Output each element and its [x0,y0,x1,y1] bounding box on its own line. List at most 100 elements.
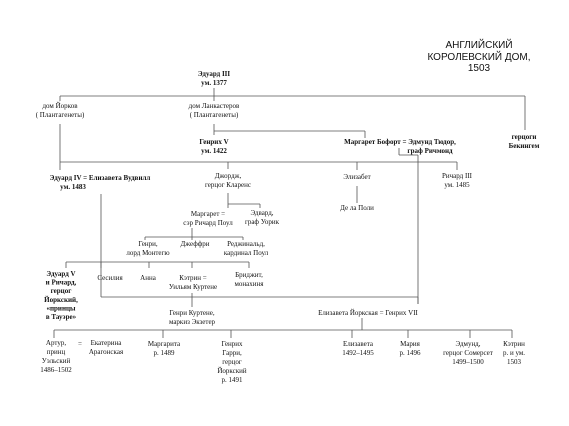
person-beaufort: Маргарет Бофорт = Эдмунд Тюдор,граф Ричм… [344,138,456,155]
person-label-line: Бриджит, [235,271,263,279]
person-label-line: герцоги [512,133,537,141]
person-eq: = [78,340,82,348]
person-label-line: Мария [400,340,421,348]
person-label-line: Екатерина [91,339,123,347]
person-george: Джордж,герцог Кларенс [205,172,251,189]
person-label-line: Генрих [221,340,243,348]
person-label-line: Генри, [138,240,158,248]
person-label-line: 1492–1495 [342,349,374,357]
person-label-line: ум. 1422 [201,147,227,155]
person-bridget: Бриджит,монахиня [235,271,265,288]
person-label-line: ум. 1485 [444,181,470,189]
person-label-line: Бекингем [509,142,540,150]
person-henry-montague: Генри,лорд Монтегю [126,240,169,257]
person-label-line: Артур, [46,339,66,347]
person-lancaster: дом Ланкастеров( Плантагенеты) [189,102,240,119]
person-henry5: Генрих Vум. 1422 [199,138,228,155]
person-label-line: Генрих V [199,138,228,146]
person-label-line: Эдуард IV = Елизавета Вудвилл [50,174,151,182]
person-margaret-pole: Маргарет =сэр Ричард Поул [183,210,233,227]
person-label-line: Сесилия [97,274,123,282]
person-york: дом Йорков( Плантагенеты) [36,102,85,119]
person-label-line: маркиз Экзетер [169,318,216,326]
person-label-line: Елизавета [343,340,374,348]
person-label-line: ( Плантагенеты) [190,111,239,119]
person-label-line: Кэтрин = [179,274,206,282]
person-label-line: герцог Кларенс [205,181,251,189]
person-label-line: = [78,340,82,348]
person-label-line: Эдвард, [250,209,273,217]
person-label-line: и Ричард, [46,279,77,287]
person-label-line: дом Йорков [42,102,78,110]
person-reginald: Реджинальд,кардинал Поул [224,240,269,257]
person-label-line: Уэльский [42,357,71,365]
person-label-line: Эдуард III [198,70,231,78]
person-label-line: Элизабет [343,173,370,181]
person-label-line: ум. 1483 [60,183,86,191]
title-line-3: 1503 [468,63,491,74]
person-label-line: Маргарита [148,340,181,348]
person-label-line: 1503 [507,358,522,366]
person-label-line: Йоркский, [44,296,78,304]
person-label-line: лорд Монтегю [126,249,169,257]
person-label-line: герцог [222,358,242,366]
person-label-line: Реджинальд, [227,240,265,248]
person-label-line: 1486–1502 [40,366,72,374]
person-label-line: Маргарет = [191,210,225,218]
person-label-line: р. и ум. [503,349,525,357]
person-label-line: Йоркский [217,367,247,375]
person-label-line: ум. 1377 [201,79,227,87]
person-label-line: граф Уорик [245,218,280,226]
person-label-line: дом Ланкастеров [189,102,240,110]
person-label-line: в Тауэре» [46,313,77,321]
person-label-line: ( Плантагенеты) [36,111,85,119]
person-princes: Эдуард Vи Ричард,герцогЙоркский,«принцыв… [44,270,78,321]
person-label-line: р. 1491 [222,376,244,384]
person-label-line: Эдмунд, [456,340,481,348]
person-label-line: Уильям Куртене [169,283,217,291]
person-label-line: Маргарет Бофорт = Эдмунд Тюдор, [344,138,456,146]
person-elizabeth-sister: Элизабет [343,173,370,181]
person-label-line: Генри Куртене, [169,309,214,317]
person-label-line: р. 1496 [400,349,422,357]
person-label-line: граф Ричмонд [407,147,453,155]
title-line-2: КОРОЛЕВСКИЙ ДОМ, [427,50,530,63]
person-label-line: герцог Сомерсет [443,349,493,357]
person-label-line: «принцы [47,304,77,312]
person-label-line: Джордж, [215,172,242,180]
person-label-line: р. 1489 [154,349,176,357]
person-henry-courtenay: Генри Куртене,маркиз Экзетер [169,309,216,326]
person-label-line: Кэтрин [503,340,525,348]
person-label-line: Анна [140,274,157,282]
person-label-line: 1499–1500 [452,358,484,366]
person-catherine: Кэтрин =Уильям Куртене [169,274,217,291]
person-label-line: Елизавета Йоркская = Генрих VII [318,309,418,317]
person-elizabeth-york: Елизавета Йоркская = Генрих VII [318,309,418,317]
person-de-la-pole: Де ла Поли [340,204,374,212]
person-label-line: герцог [51,287,72,295]
person-label-line: Ричард III [442,172,473,180]
person-label-line: сэр Ричард Поул [183,219,233,227]
person-label-line: Эдуард V [46,270,75,278]
connector-lines [53,88,526,338]
person-geoffrey: Джеффри [181,240,210,248]
person-label-line: Джеффри [181,240,210,248]
person-edward-warwick: Эдвард,граф Уорик [245,209,280,226]
person-label-line: принц [47,348,66,356]
person-label-line: Гарри, [222,349,242,357]
title-line-1: АНГЛИЙСКИЙ [445,38,512,51]
